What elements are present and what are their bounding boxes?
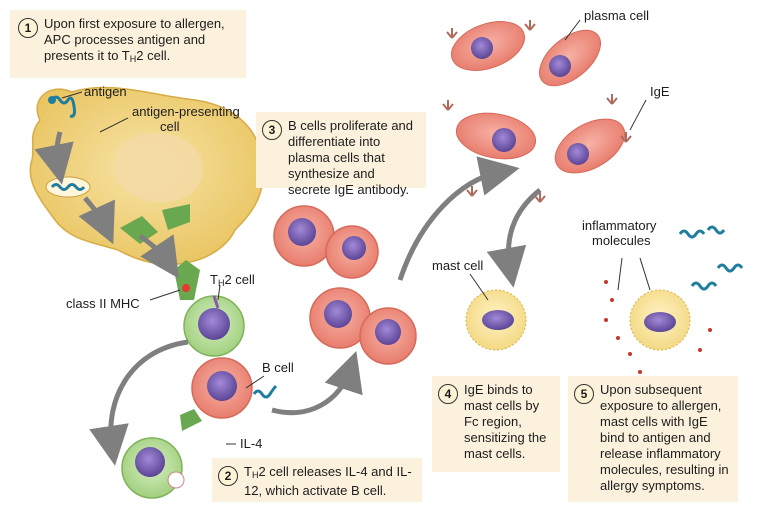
class-ii-mhc [174, 260, 200, 300]
step-2-box: 2 TH2 cell releases IL-4 and IL-12, whic… [212, 458, 422, 502]
label-class-ii-mhc: class II MHC [66, 296, 140, 311]
step-number: 3 [262, 120, 282, 140]
step-3-box: 3 B cells proliferate and differentiate … [256, 112, 426, 197]
mhc-fragment [162, 204, 190, 230]
step-number: 2 [218, 466, 238, 486]
ige-antibodies [442, 20, 632, 203]
label-b-cell: B cell [262, 360, 294, 375]
step-1-text: Upon first exposure to allergen, APC pro… [44, 16, 225, 64]
label-il-4: IL-4 [240, 436, 263, 451]
step-4-box: 4 IgE binds to mast cells by Fc region, … [432, 376, 560, 472]
flow-arrow [89, 339, 189, 466]
step-1-box: 1 Upon first exposure to allergen, APC p… [10, 10, 246, 78]
step-4-text: IgE binds to mast cells by Fc region, se… [464, 382, 547, 461]
step-5-text: Upon subsequent exposure to allergen, ma… [600, 382, 729, 493]
label-antigen: antigen [84, 84, 127, 99]
label-ige: IgE [650, 84, 670, 99]
step-5-box: 5 Upon subsequent exposure to allergen, … [568, 376, 738, 502]
step-number: 4 [438, 384, 458, 404]
step-3-text: B cells proliferate and differentiate in… [288, 118, 414, 197]
label-plasma-cell: plasma cell [584, 8, 650, 23]
flow-arrow [397, 156, 520, 281]
step-number: 1 [18, 18, 38, 38]
plasma-cells [451, 21, 626, 174]
flow-arrow [486, 188, 542, 288]
apc-nucleus [113, 132, 203, 203]
label-mast-cell: mast cell [432, 258, 484, 273]
inflammatory-dots [604, 280, 712, 374]
allergen-molecules [678, 225, 744, 291]
label-th2-cell: TH2 cell [210, 272, 255, 288]
step-number: 5 [574, 384, 594, 404]
flow-arrow [271, 351, 363, 416]
proliferating-b-cells [273, 205, 417, 365]
step-2-text: TH2 cell releases IL-4 and IL-12, which … [244, 464, 412, 498]
